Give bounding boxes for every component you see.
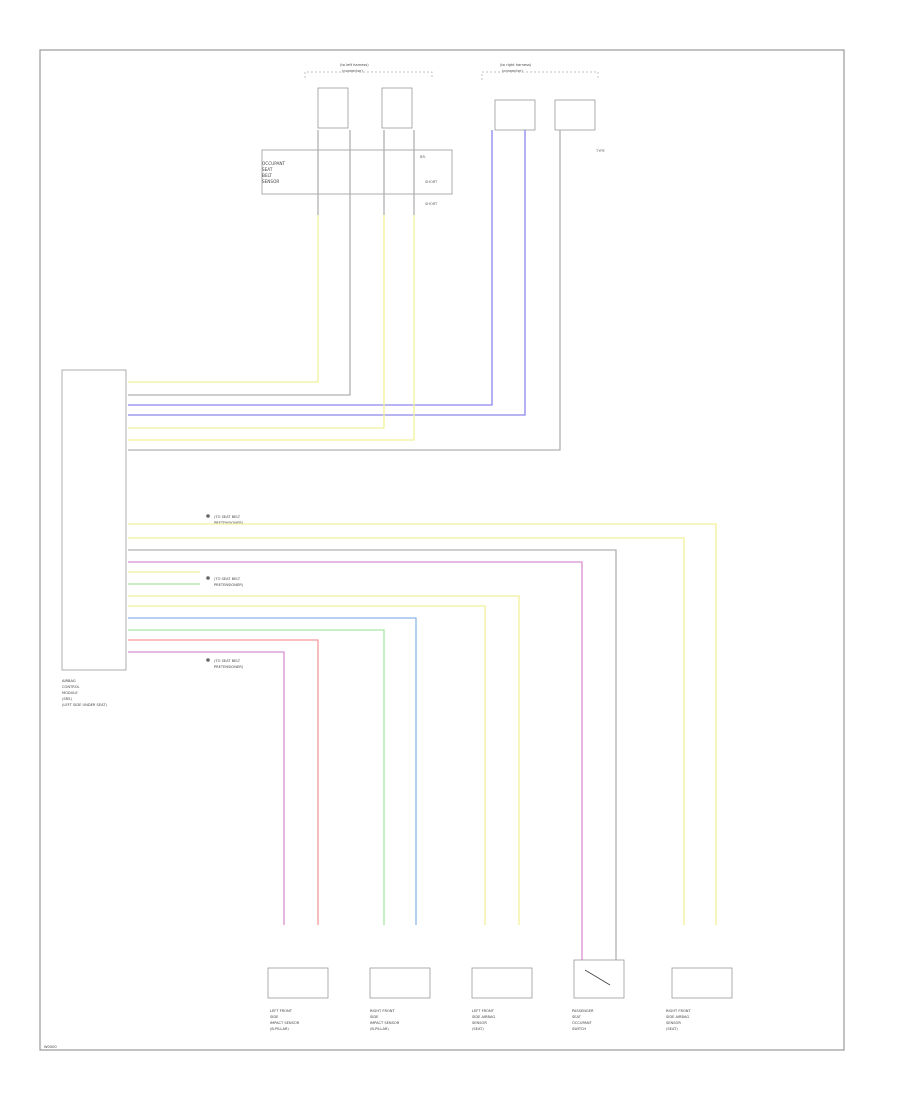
- svg-text:SHORT: SHORT: [425, 202, 438, 206]
- svg-text:SENSOR: SENSOR: [262, 179, 279, 184]
- module-label-3: MODULE: [62, 691, 78, 695]
- connector-subtitle-right: (connector): [502, 69, 523, 73]
- footer-code: W0000: [44, 1045, 57, 1049]
- svg-text:SHORT: SHORT: [425, 180, 438, 184]
- svg-text:TYPE: TYPE: [595, 149, 606, 153]
- sensor-1: LEFT FRONT SIDE IMPACT SENSOR (B-PILLAR): [267, 967, 329, 1031]
- sensor-1-label-2: SIDE: [270, 1015, 279, 1019]
- svg-text:SEAT: SEAT: [262, 167, 273, 172]
- sensor-5-label-2: SIDE AIRBAG: [666, 1015, 689, 1019]
- module-label-5: (LEFT SIDE UNDER SEAT): [62, 703, 107, 707]
- sensor-2-label-1: RIGHT FRONT: [370, 1009, 395, 1013]
- sensor-5: RIGHT FRONT SIDE AIRBAG SENSOR (SEAT): [666, 967, 733, 1031]
- sensor-3-label-2: SIDE AIRBAG: [472, 1015, 495, 1019]
- sensor-4-label-4: SWITCH: [572, 1027, 586, 1031]
- svg-text:BR.: BR.: [420, 155, 426, 159]
- top-right-connector: (to right harness) (connector) TYPE: [481, 63, 606, 153]
- sensor-2-label-4: (B-PILLAR): [370, 1027, 389, 1031]
- upper-wires: [128, 130, 561, 451]
- sensor-4-label-1: PASSENGER: [572, 1009, 594, 1013]
- splice-label-3a: (TO SEAT BELT: [214, 659, 241, 663]
- sensor-3-label-4: (SEAT): [472, 1027, 484, 1031]
- module-label-4: (SRS): [62, 697, 72, 701]
- sensor-5-label-4: (SEAT): [666, 1027, 678, 1031]
- sensor-3-label-1: LEFT FRONT: [472, 1009, 495, 1013]
- splice-label-2b: PRETENSIONER): [214, 583, 244, 587]
- lower-wires: [128, 523, 717, 960]
- sensor-2: RIGHT FRONT SIDE IMPACT SENSOR (B-PILLAR…: [369, 967, 431, 1031]
- svg-text:OCCUPANT: OCCUPANT: [262, 161, 285, 166]
- sensor-5-label-1: RIGHT FRONT: [666, 1009, 691, 1013]
- splice-label-3b: PRETENSIONER): [214, 665, 244, 669]
- module-label-1: AIRBAG: [62, 679, 76, 683]
- connector-title-left: (to left harness): [340, 63, 369, 67]
- sensor-3: LEFT FRONT SIDE AIRBAG SENSOR (SEAT): [471, 967, 533, 1031]
- splice-label-2a: (TO SEAT BELT: [214, 577, 241, 581]
- top-left-connector: (to left harness) (connector) OCCUPANT S…: [261, 63, 453, 206]
- diagram-frame: [39, 49, 845, 1051]
- connector-subtitle-left: (connector): [342, 69, 363, 73]
- sensor-5-label-3: SENSOR: [666, 1021, 681, 1025]
- module-label-2: CONTROL: [62, 685, 80, 689]
- connector-title-right: (to right harness): [500, 63, 532, 67]
- splice-labels: (TO SEAT BELT PRETENSIONER) (TO SEAT BEL…: [206, 514, 244, 669]
- sensor-4-label-3: OCCUPANT: [572, 1021, 593, 1025]
- sensor-4-switch: PASSENGER SEAT OCCUPANT SWITCH: [572, 959, 625, 1031]
- sensor-1-label-4: (B-PILLAR): [270, 1027, 289, 1031]
- sensor-4-label-2: SEAT: [572, 1015, 582, 1019]
- sensor-2-label-2: SIDE: [370, 1015, 379, 1019]
- sensor-2-label-3: IMPACT SENSOR: [370, 1021, 400, 1025]
- svg-text:BELT: BELT: [262, 173, 272, 178]
- splice-label-1b: PRETENSIONER): [214, 521, 244, 525]
- splice-label-1a: (TO SEAT BELT: [214, 515, 241, 519]
- sensor-1-label-3: IMPACT SENSOR: [270, 1021, 300, 1025]
- sensor-3-label-3: SENSOR: [472, 1021, 487, 1025]
- sensor-1-label-1: LEFT FRONT: [270, 1009, 293, 1013]
- control-module: AIRBAG CONTROL MODULE (SRS) (LEFT SIDE U…: [61, 369, 127, 707]
